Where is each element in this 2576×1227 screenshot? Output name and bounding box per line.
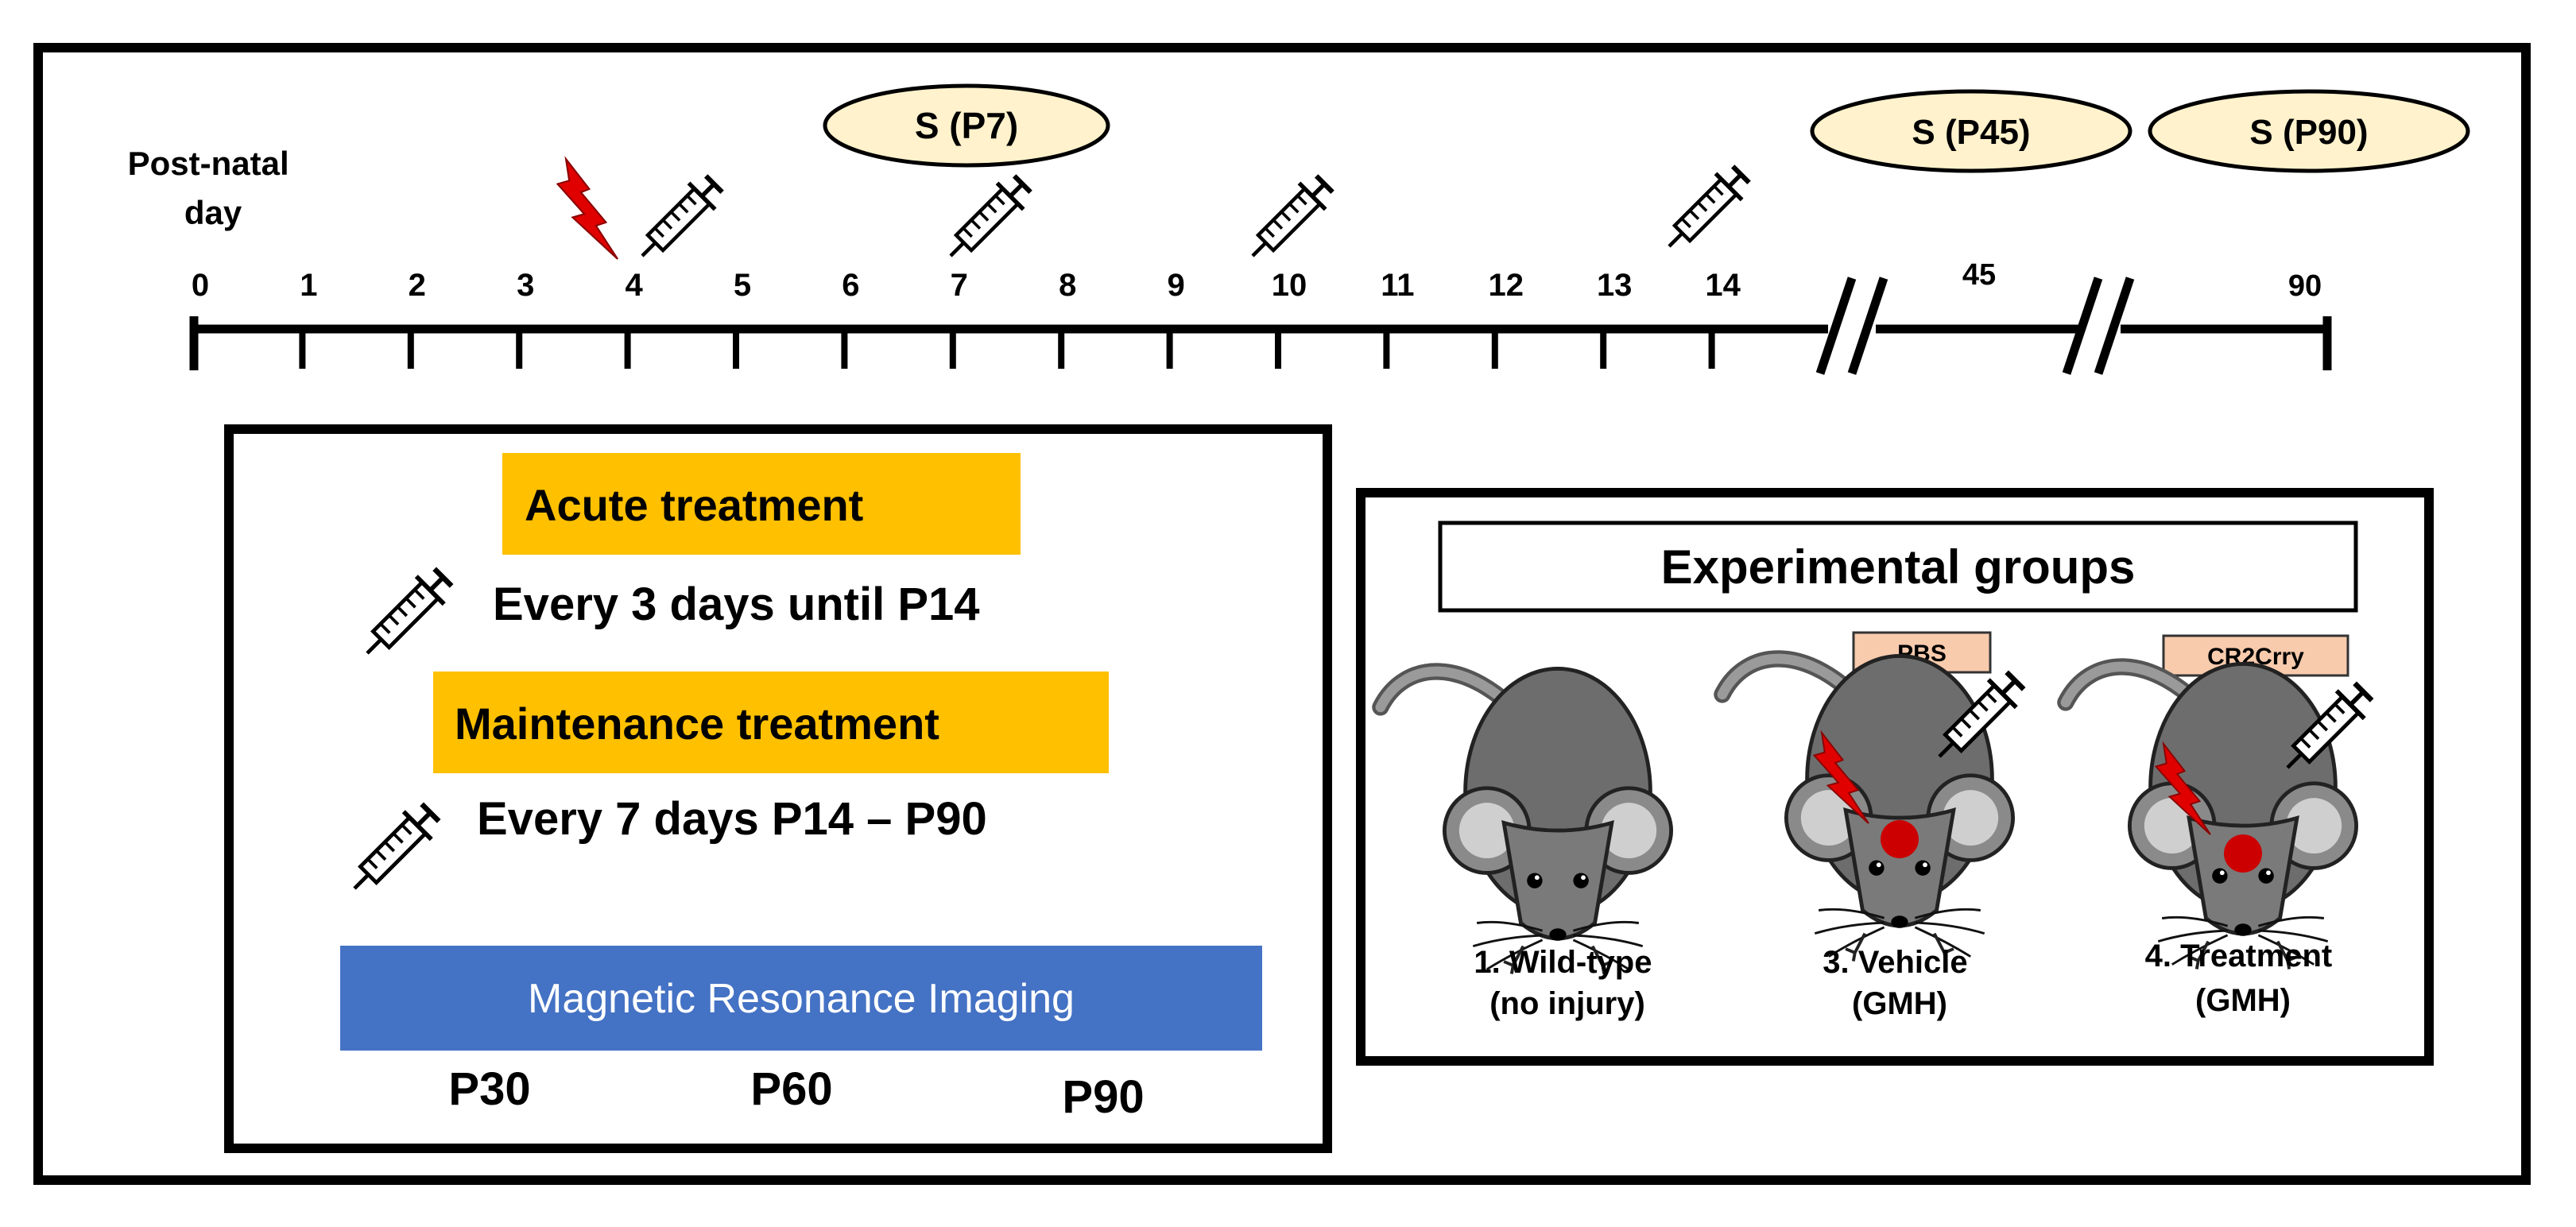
mouse-vehicle-icon [1722, 656, 2013, 961]
tick-label-90: 90 [2288, 269, 2322, 303]
maintenance-treatment-title: Maintenance treatment [455, 699, 939, 749]
group-1-caption: 1. Wild-type (no injury) [1474, 945, 1660, 1021]
treatment-box [224, 424, 1332, 1153]
tick-label-day-6: 6 [842, 268, 859, 303]
sacrifice-ellipse-p45 [1810, 89, 2132, 173]
injury-site-treatment [2224, 834, 2262, 873]
syringe-icon [341, 799, 444, 902]
tick-label-day-12: 12 [1489, 268, 1524, 303]
tick-label-day-14: 14 [1705, 268, 1741, 303]
tick-label-day-5: 5 [734, 268, 751, 303]
tick-label-day-2: 2 [409, 268, 426, 303]
group-4-caption: 4. Treatment (GMH) [2145, 939, 2342, 1018]
tick-label-day-13: 13 [1597, 268, 1633, 303]
groups-title: Experimental groups [1661, 540, 2136, 594]
timeline-tick-marks [299, 329, 1715, 369]
timeline-axis [189, 316, 2332, 370]
tick-label-day-1: 1 [300, 268, 317, 303]
syringe-icon [1656, 161, 1753, 259]
tick-label-day-7: 7 [951, 268, 968, 303]
tick-label-day-10: 10 [1272, 268, 1307, 303]
maintenance-treatment-banner [433, 672, 1109, 773]
groups-box [1356, 488, 2434, 1066]
mouse-wildtype-icon [1381, 668, 1671, 973]
mri-time-p90: P90 [1062, 1071, 1144, 1123]
outer-frame [33, 43, 2531, 1185]
mouse-treatment-icon [2066, 664, 2357, 969]
tick-label-day-8: 8 [1059, 268, 1076, 303]
syringe-icon [937, 171, 1035, 269]
sacrifice-ellipse-p7 [823, 83, 1110, 168]
injury-site-vehicle [1881, 820, 1919, 858]
tick-label-day-0: 0 [192, 268, 209, 303]
tick-label-day-3: 3 [517, 268, 534, 303]
acute-treatment-banner [502, 453, 1021, 555]
acute-treatment-title: Acute treatment [525, 480, 863, 530]
timeline-label: Post-natal day [128, 145, 299, 231]
tick-label-day-4: 4 [625, 268, 643, 303]
tick-label-day-9: 9 [1167, 268, 1184, 303]
mri-time-p60: P60 [750, 1063, 832, 1115]
injury-bolt-icon [556, 157, 619, 261]
sacrifice-label-p7: S (P7) [915, 105, 1018, 146]
syringe-icon [629, 171, 726, 269]
sacrifice-ellipse-p90 [2148, 89, 2470, 173]
sacrifice-label-p90: S (P90) [2249, 113, 2368, 152]
timeline-breaks [1815, 277, 2135, 375]
tick-label-45: 45 [1962, 258, 1996, 292]
syringe-icon [1239, 171, 1337, 269]
groups-title-box [1438, 521, 2358, 613]
mri-time-p30: P30 [448, 1063, 530, 1115]
tick-label-day-11: 11 [1381, 268, 1414, 303]
mri-banner [340, 946, 1262, 1051]
syringe-icon [354, 563, 457, 667]
maintenance-treatment-desc: Every 7 days P14 – P90 [477, 793, 987, 845]
acute-treatment-desc: Every 3 days until P14 [493, 579, 980, 630]
group-3-caption: 3. Vehicle (GMH) [1823, 945, 1976, 1021]
sacrifice-label-p45: S (P45) [1912, 113, 2030, 152]
mri-label: Magnetic Resonance Imaging [528, 976, 1075, 1022]
